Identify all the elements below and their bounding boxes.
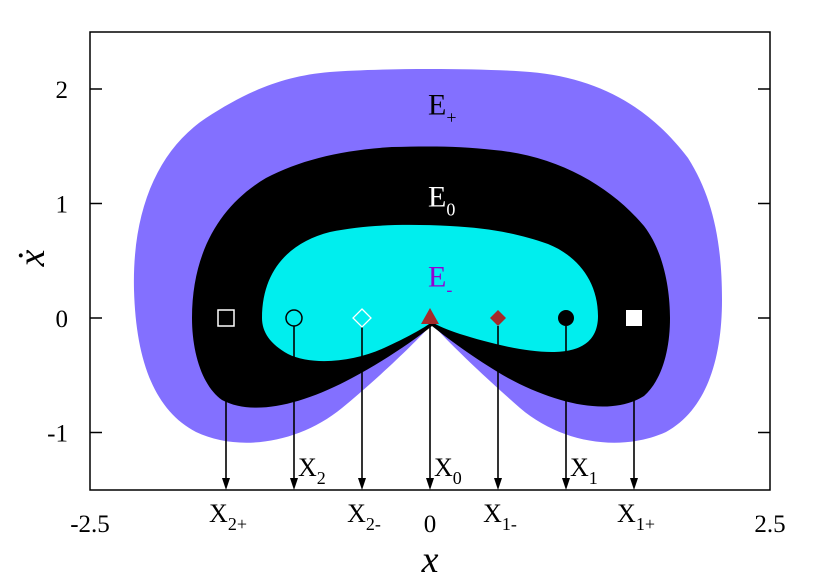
region-label-sub: 0	[446, 199, 455, 219]
point-label-sub: 1	[589, 468, 598, 488]
arrowhead-x1plus	[630, 478, 638, 490]
point-label-x0: X0	[434, 453, 462, 488]
region-label-sub: +	[446, 108, 456, 128]
x-axis-ticks: -2.5 0 2.5	[70, 511, 785, 538]
point-label-x2plus: X2+	[209, 499, 247, 534]
arrowhead-x1	[562, 478, 570, 490]
point-label-sub: 1-	[502, 514, 517, 534]
x-tick-label: 2.5	[754, 511, 785, 538]
y-tick-label: 2	[56, 77, 69, 104]
point-label-main: X	[298, 453, 317, 482]
point-label-x1plus: X1+	[617, 499, 655, 534]
marker-x1minus	[490, 310, 506, 326]
y-axis-ticks: -1 0 1 2	[47, 77, 770, 448]
point-label-main: X	[209, 499, 228, 528]
region-label-main: E	[428, 89, 446, 122]
arrowhead-x2	[290, 478, 298, 490]
marker-x2plus	[217, 309, 235, 327]
arrowhead-x2plus	[222, 478, 230, 490]
region-label-e-plus: E+	[428, 89, 456, 128]
region-label-sub: -	[446, 279, 452, 299]
point-label-main: X	[483, 499, 502, 528]
point-label-main: X	[347, 499, 366, 528]
x-tick-label: -2.5	[70, 511, 110, 538]
x-axis-label: x	[421, 539, 439, 580]
basin-regions	[133, 69, 722, 443]
x-tick-label: 0	[424, 511, 437, 538]
point-label-x1minus: X1-	[483, 499, 517, 534]
point-label-sub: 2-	[366, 514, 381, 534]
arrowhead-x0	[426, 478, 434, 490]
region-label-main: E	[428, 260, 446, 293]
y-tick-label: -1	[47, 421, 68, 448]
y-axis-label: ẋ	[11, 249, 53, 267]
region-label-e-zero: E0	[428, 180, 455, 219]
marker-x2minus	[352, 308, 372, 328]
y-tick-label: 1	[56, 192, 69, 219]
y-tick-label: 0	[56, 306, 69, 333]
arrowhead-x1minus	[494, 478, 502, 490]
point-label-sub: 1+	[636, 514, 655, 534]
point-label-sub: 2+	[228, 514, 247, 534]
point-label-main: X	[617, 499, 636, 528]
point-label-x2minus: X2-	[347, 499, 381, 534]
point-label-sub: 0	[453, 468, 462, 488]
marker-x1plus	[626, 310, 642, 326]
point-label-main: X	[570, 453, 589, 482]
region-label-main: E	[428, 180, 446, 213]
point-label-main: X	[434, 453, 453, 482]
point-label-x1: X1	[570, 453, 598, 488]
marker-x0	[421, 308, 439, 324]
marker-x1	[558, 310, 574, 326]
marker-x2	[285, 309, 303, 327]
region-label-e-minus: E-	[428, 260, 452, 299]
projection-arrows	[222, 326, 638, 490]
fixed-point-markers	[217, 308, 642, 328]
point-label-x2: X2	[298, 453, 326, 488]
region-labels: E+E0E-	[428, 89, 456, 300]
region-e-minus	[262, 224, 598, 362]
point-label-sub: 2	[317, 468, 326, 488]
arrowhead-x2minus	[358, 478, 366, 490]
